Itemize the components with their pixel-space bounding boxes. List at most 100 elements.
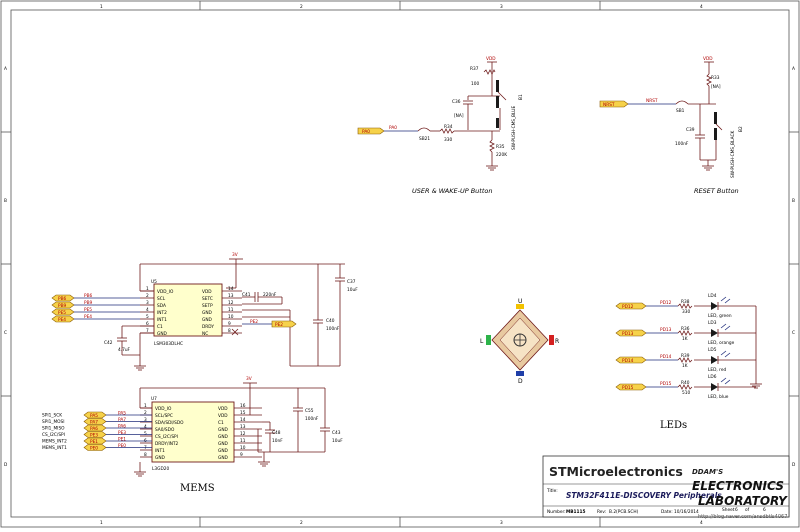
led-port-pd14-label: PD14 xyxy=(622,358,634,364)
logo-bot: LABORATORY xyxy=(698,494,788,508)
nrst-net-label: NRST xyxy=(646,98,658,104)
lsm-pin-name: SCL xyxy=(157,296,166,302)
lsm-pin-name: VDD xyxy=(202,289,212,295)
l3gd-port-pe0: PE0 xyxy=(83,444,107,452)
pe2-port xyxy=(271,320,297,328)
lsm-net-label: PB9 xyxy=(84,300,93,306)
r34-value: 330 xyxy=(444,137,452,143)
l3gd-pin-name: SA0/SDO xyxy=(155,427,175,433)
l3gd-pin-name: SCL/SPC xyxy=(155,413,173,419)
l3gd-pin-number: 4 xyxy=(144,424,147,430)
led-net-label: PD14 xyxy=(660,354,672,360)
led-ref: LD5 xyxy=(708,347,717,353)
row-label: C xyxy=(4,330,7,336)
company-name: STMicroelectronics xyxy=(549,464,683,479)
l3gd-pin-name: CS_I2C/SPI xyxy=(155,434,178,440)
column-labels: 1 2 3 4 1 2 3 4 xyxy=(100,4,703,526)
lsm-pin-name: INT2 xyxy=(157,310,167,316)
l3gd-pin-number: 15 xyxy=(240,410,246,416)
lsm-pin-name: SDA xyxy=(157,303,166,309)
c55-ref: C55 xyxy=(305,408,314,414)
sb21-bridge xyxy=(417,127,431,132)
lsm-port-pb6-label: PB6 xyxy=(58,296,67,302)
led-resistor-ref: R40 xyxy=(681,380,690,386)
joystick-down-label: D xyxy=(518,378,523,385)
l3gd-pin-name: GND xyxy=(218,455,229,461)
joystick-up-label: U xyxy=(518,298,522,305)
l3gd-pin-name: VDD_IO xyxy=(155,406,172,412)
switch-b2-ref: B2 xyxy=(738,126,744,132)
l3gd-pin-number: 5 xyxy=(144,431,147,437)
lsm-pin-number: 12 xyxy=(228,300,234,306)
l3gd-port-pa5: PA5 xyxy=(83,411,107,419)
col-label: 2 xyxy=(300,4,303,10)
lsm-pin-name: SETP xyxy=(202,303,213,309)
lsm-pin-number: 14 xyxy=(228,286,234,292)
leds-caption: LEDs xyxy=(660,420,687,431)
joystick-left-pad xyxy=(486,335,491,345)
row-label: B xyxy=(792,198,795,204)
c37-ref: C37 xyxy=(347,279,356,285)
lsm-pin-number: 3 xyxy=(146,300,149,306)
l3gd-pin-number: 12 xyxy=(240,431,246,437)
led-resistor xyxy=(677,384,693,390)
l3gd-net-label: PE3 xyxy=(118,430,126,436)
led-resistor-value: 1K xyxy=(682,336,688,342)
row-label: A xyxy=(792,66,795,72)
drawing-title: STM32F411E-DISCOVERY Peripherals xyxy=(566,491,722,500)
lsm-pin-name: INT1 xyxy=(157,317,167,323)
l3gd-pin-number: 14 xyxy=(240,417,246,423)
led-net-label: PD13 xyxy=(660,327,672,333)
lsm-pin-name: GND xyxy=(202,317,213,323)
c48-ref: C48 xyxy=(272,430,281,436)
u5-part: LSM303DLHC xyxy=(154,341,183,347)
led-net-label: PD12 xyxy=(660,300,672,306)
lsm-pin-number: 13 xyxy=(228,293,234,299)
lsm-pin-number: 1 xyxy=(146,286,149,292)
rev-label: Rev: xyxy=(597,509,606,515)
l3gd-port-pe1-label: PE1 xyxy=(90,439,98,445)
l3gd-port-pa6: PA6 xyxy=(83,424,107,432)
led-diode xyxy=(711,329,718,337)
l3gd-left-pins: VDD_IO1SCL/SPC2SDA/SDI/SDO3SA0/SDO4CS_I2… xyxy=(140,403,184,461)
l3gd-pin-name: GND xyxy=(218,434,229,440)
l3gd-port-pa7: PA7 xyxy=(83,418,107,426)
pa0-port-label: PA0 xyxy=(362,129,370,135)
u7-part: L3GD20 xyxy=(152,466,169,472)
lsm-net-label: PB6 xyxy=(84,293,93,299)
led-diode xyxy=(711,302,718,310)
led-resistor xyxy=(677,330,693,336)
led-resistor xyxy=(677,357,693,363)
led-resistor-ref: R39 xyxy=(681,353,690,359)
led-diode xyxy=(711,383,718,391)
l3gd-pin-name: C1 xyxy=(218,420,224,426)
reset-button-circuit: VDD R33 [NA] NRST NRST SB1 C39 100nF SW-… xyxy=(599,56,744,195)
lsm-pin-name: C1 xyxy=(157,324,163,330)
r35-resistor xyxy=(489,139,495,153)
c40-value: 100nF xyxy=(326,326,340,332)
title-label: Title: xyxy=(546,488,558,494)
switch-b1-contact xyxy=(496,80,499,92)
c37-value: 10uF xyxy=(347,287,358,293)
c55-value: 100nF xyxy=(305,416,319,422)
l3gd-pin-number: 2 xyxy=(144,410,147,416)
l3gd-pin-name: VDD xyxy=(218,413,228,419)
logo-mid: ELECTRONICS xyxy=(692,479,784,493)
led-resistor-ref: R36 xyxy=(681,326,690,332)
number-value: MB1115 xyxy=(566,509,586,515)
led-port-pd12: PD12 xyxy=(615,302,647,310)
led-resistor-ref: R38 xyxy=(681,299,690,305)
led-color-name: LED, orange xyxy=(708,340,735,346)
col-label: 1 xyxy=(100,4,103,10)
pa0-port xyxy=(357,127,385,135)
l3gd-net-label: PA5 xyxy=(118,411,126,417)
led-ref: LD3 xyxy=(708,320,717,326)
l3gd-port-pe3: PE3 xyxy=(83,431,107,439)
l3gd-signal-label: MEMS_INT2 xyxy=(42,439,67,445)
lsm-pin-name: VDD_IO xyxy=(157,289,174,295)
